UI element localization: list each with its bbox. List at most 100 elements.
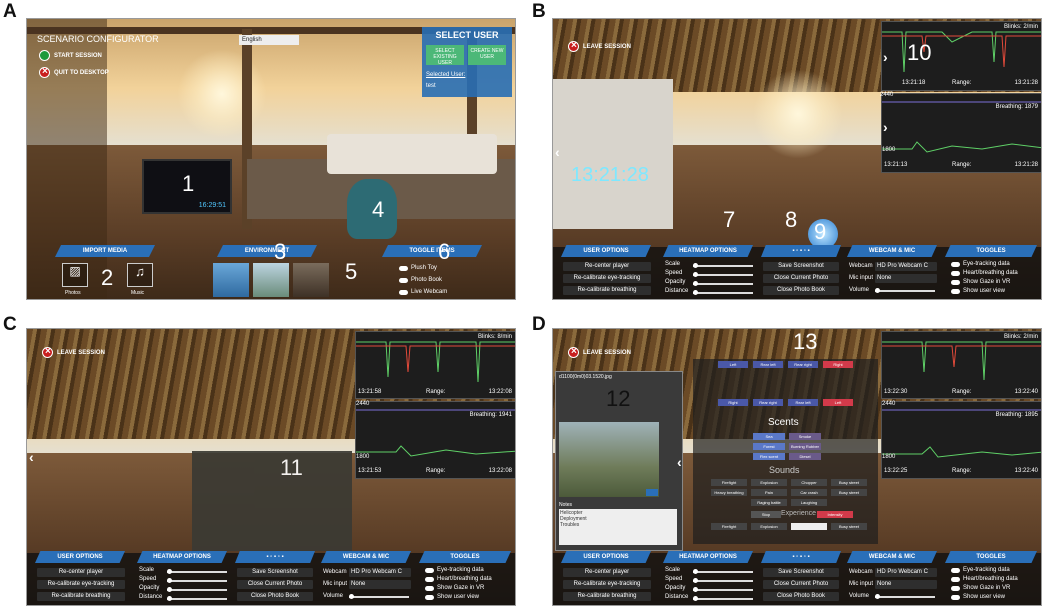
leave-session-button[interactable]: LEAVE SESSION [42, 346, 105, 358]
toggle-user-view[interactable]: Show user view [951, 288, 1005, 294]
recenter-button[interactable]: Re-center player [563, 568, 651, 577]
mic-select[interactable]: None [875, 580, 937, 589]
scent-forest[interactable]: Forest [753, 443, 785, 450]
recenter-button[interactable]: Re-center player [37, 568, 125, 577]
vib-rear-left-2[interactable]: Rear left [788, 399, 818, 406]
scale-slider[interactable] [693, 569, 753, 574]
recal-breath-button[interactable]: Re-calibrate breathing [563, 592, 651, 601]
vib-left[interactable]: Left [718, 361, 748, 368]
chevron-left-icon[interactable]: ‹ [29, 449, 34, 465]
toggle-photo-book[interactable]: Photo Book [399, 277, 442, 283]
scent-diesel[interactable]: Diesel [789, 453, 821, 460]
close-book-button[interactable]: Close Photo Book [763, 286, 839, 295]
leave-session-button[interactable]: LEAVE SESSION [568, 40, 631, 52]
stop-button[interactable]: Stop [751, 511, 781, 518]
select-existing-button[interactable]: SELECT EXISTING USER [426, 45, 464, 66]
toggle-user-view[interactable]: Show user view [951, 594, 1005, 600]
opacity-slider[interactable] [167, 587, 227, 592]
webcam-select[interactable]: HD Pro Webcam C [875, 568, 937, 577]
toggle-eye-tracking[interactable]: Eye-tracking data [951, 261, 1010, 267]
exp-2[interactable]: Explosion [751, 523, 787, 530]
webcam-select[interactable]: HD Pro Webcam C [349, 568, 411, 577]
vib-rear-right[interactable]: Rear right [788, 361, 818, 368]
scent-burning-rubber[interactable]: Burning Rubber [789, 443, 821, 450]
save-screenshot-button[interactable]: Save Screenshot [763, 262, 839, 271]
vib-left-2[interactable]: Left [823, 399, 853, 406]
chevron-left-icon[interactable]: ‹ [677, 454, 682, 470]
sound-9[interactable]: Raging battle [751, 499, 787, 506]
mic-select[interactable]: None [349, 580, 411, 589]
close-photo-button[interactable]: Close Current Photo [763, 580, 839, 589]
opacity-slider[interactable] [693, 587, 753, 592]
recal-breath-button[interactable]: Re-calibrate breathing [37, 592, 125, 601]
sound-2[interactable]: Explosion [751, 479, 787, 486]
scent-flex[interactable]: Flex scent [753, 453, 785, 460]
sound-7[interactable]: Car crash [791, 489, 827, 496]
toggle-gaze[interactable]: Show Gaze in VR [951, 585, 1010, 591]
toggle-heart-breathing[interactable]: Heart/breathing data [951, 576, 1018, 582]
recal-eye-button[interactable]: Re-calibrate eye-tracking [37, 580, 125, 589]
distance-slider[interactable] [693, 596, 753, 601]
toggle-user-view[interactable]: Show user view [425, 594, 479, 600]
volume-slider[interactable] [875, 594, 935, 599]
toggle-plush-toy[interactable]: Plush Toy [399, 265, 437, 271]
music-button[interactable]: ♫ [127, 263, 153, 287]
mic-select[interactable]: None [875, 274, 937, 283]
toggle-heart-breathing[interactable]: Heart/breathing data [425, 576, 492, 582]
speed-slider[interactable] [167, 578, 227, 583]
chevron-left-icon[interactable]: ‹ [555, 144, 560, 160]
close-photo-button[interactable]: Close Current Photo [237, 580, 313, 589]
recal-eye-button[interactable]: Re-calibrate eye-tracking [563, 274, 651, 283]
sound-5[interactable]: Heavy breathing [711, 489, 747, 496]
vib-right-2[interactable]: Right [718, 399, 748, 406]
sound-1[interactable]: Firefight [711, 479, 747, 486]
sound-4[interactable]: Busy street [831, 479, 867, 486]
toggle-gaze[interactable]: Show Gaze in VR [425, 585, 484, 591]
recenter-button[interactable]: Re-center player [563, 262, 651, 271]
vib-rear-right-2[interactable]: Rear right [753, 399, 783, 406]
webcam-select[interactable]: HD Pro Webcam C [875, 262, 937, 271]
speed-slider[interactable] [693, 272, 753, 277]
toggle-live-webcam[interactable]: Live Webcam [399, 289, 447, 295]
create-user-button[interactable]: CREATE NEW USER [468, 45, 506, 65]
sound-8[interactable]: Busy street [831, 489, 867, 496]
next-photo-button[interactable] [646, 489, 658, 496]
exp-4[interactable]: Busy street [831, 523, 867, 530]
env-thumb-1[interactable] [213, 263, 249, 297]
speed-slider[interactable] [693, 578, 753, 583]
vib-rear-left[interactable]: Rear left [753, 361, 783, 368]
language-select[interactable]: English [239, 35, 299, 45]
chevron-right-icon[interactable]: › [883, 49, 888, 65]
exp-3[interactable] [791, 523, 827, 530]
env-thumb-2[interactable] [253, 263, 289, 297]
save-screenshot-button[interactable]: Save Screenshot [237, 568, 313, 577]
sound-3[interactable]: Chopper [791, 479, 827, 486]
toggle-eye-tracking[interactable]: Eye-tracking data [951, 567, 1010, 573]
volume-slider[interactable] [875, 288, 935, 293]
vib-right[interactable]: Right [823, 361, 853, 368]
scale-slider[interactable] [693, 263, 753, 268]
toggle-gaze[interactable]: Show Gaze in VR [951, 279, 1010, 285]
scale-slider[interactable] [167, 569, 227, 574]
quit-button[interactable]: QUIT TO DESKTOP [39, 66, 109, 78]
sound-6[interactable]: Pain [751, 489, 787, 496]
chevron-right-icon[interactable]: › [883, 119, 888, 135]
photos-button[interactable]: ▨ [62, 263, 88, 287]
distance-slider[interactable] [693, 290, 753, 295]
env-thumb-3[interactable] [293, 263, 329, 297]
exp-1[interactable]: Firefight [711, 523, 747, 530]
scent-sea[interactable]: Sea [753, 433, 785, 440]
scent-smoke[interactable]: Smoke [789, 433, 821, 440]
recal-eye-button[interactable]: Re-calibrate eye-tracking [563, 580, 651, 589]
close-photo-button[interactable]: Close Current Photo [763, 274, 839, 283]
close-book-button[interactable]: Close Photo Book [237, 592, 313, 601]
recal-breath-button[interactable]: Re-calibrate breathing [563, 286, 651, 295]
distance-slider[interactable] [167, 596, 227, 601]
intensity-button[interactable]: Intensity [817, 511, 853, 518]
notes-box[interactable]: Helicopter Deployment Troubles [559, 509, 677, 545]
leave-session-button[interactable]: LEAVE SESSION [568, 346, 631, 358]
toggle-eye-tracking[interactable]: Eye-tracking data [425, 567, 484, 573]
start-session-button[interactable]: START SESSION [39, 50, 102, 61]
sound-10[interactable]: Laughing [791, 499, 827, 506]
opacity-slider[interactable] [693, 281, 753, 286]
